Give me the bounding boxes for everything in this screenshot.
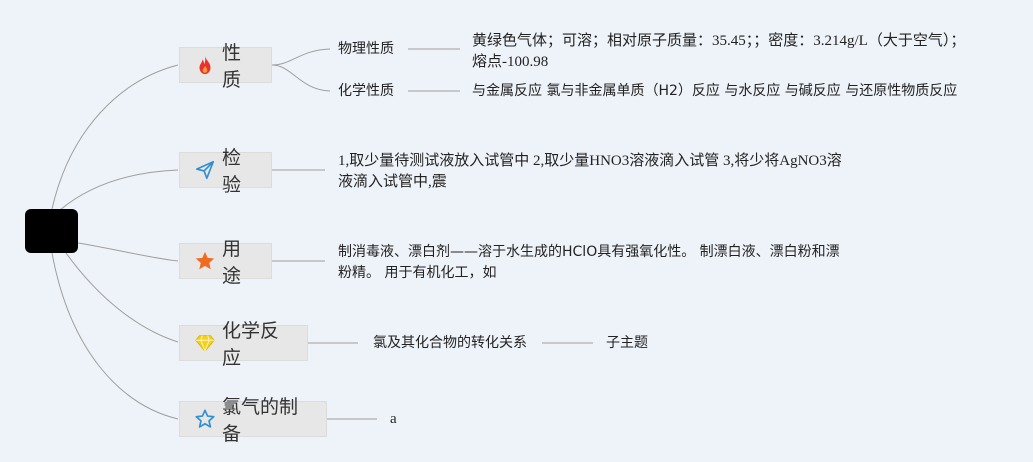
connector-root-reaction (65, 252, 179, 343)
star-outline-icon (194, 408, 216, 430)
connector-properties-physical (271, 48, 331, 66)
topic-title: 检验 (222, 147, 242, 196)
topic-properties[interactable]: 性质 (179, 42, 272, 91)
subtopic-chemical[interactable]: 化学性质 (338, 83, 394, 99)
detail-preparation[interactable]: a (390, 411, 397, 427)
subtopic-physical[interactable]: 物理性质 (338, 41, 394, 57)
diamond-icon (194, 332, 216, 354)
connector-root-prep (51, 252, 179, 420)
subtopic-reaction-relations[interactable]: 氯及其化合物的转化关系 (373, 335, 527, 351)
topic-reaction[interactable]: 化学反应 (179, 320, 308, 369)
detail-test[interactable]: 1,取少量待测试液放入试管中 2,取少量HNO3溶液滴入试管 3,将少将AgNO… (338, 153, 842, 190)
connector-properties-chemical (271, 64, 331, 92)
topic-title: 氯气的制备 (222, 396, 299, 445)
root-node[interactable] (25, 209, 78, 253)
topic-preparation[interactable]: 氯气的制备 (179, 396, 327, 445)
topic-title: 化学反应 (222, 320, 280, 369)
topic-title: 用途 (222, 238, 242, 287)
topic-test[interactable]: 检验 (179, 147, 272, 196)
topic-title: 性质 (222, 42, 242, 91)
fire-icon (194, 54, 216, 76)
subtopic-placeholder[interactable]: 子主题 (606, 335, 648, 351)
paper-plane-icon (194, 159, 216, 181)
connector-root-properties (51, 64, 179, 210)
topic-uses[interactable]: 用途 (179, 238, 272, 287)
connector-root-uses (77, 242, 179, 262)
detail-chemical[interactable]: 与金属反应 氯与非金属单质（H2）反应 与水反应 与碱反应 与还原性物质反应 (472, 83, 958, 99)
star-filled-icon (194, 250, 216, 272)
detail-uses[interactable]: 制消毒液、漂白剂——溶于水生成的HClO具有强氧化性。 制漂白液、漂白粉和漂粉精… (338, 244, 840, 281)
detail-physical[interactable]: 黄绿色气体；可溶；相对原子质量：35.45；；密度：3.214g/L（大于空气）… (472, 33, 966, 70)
connector-root-test (59, 169, 179, 211)
